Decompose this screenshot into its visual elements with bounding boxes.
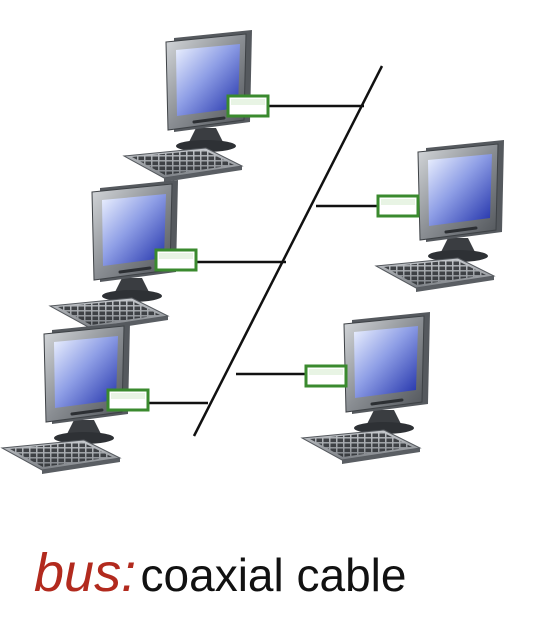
network-adapter-icon <box>376 194 420 218</box>
diagram-caption: bus: coaxial cable <box>34 542 406 604</box>
computer-icon <box>300 310 432 466</box>
network-adapter-icon <box>304 364 348 388</box>
network-adapter-icon <box>154 248 198 272</box>
network-adapter-icon <box>106 388 150 412</box>
network-adapter-icon <box>226 94 270 118</box>
caption-description: coaxial cable <box>140 549 407 601</box>
bus-cable <box>192 65 384 437</box>
caption-keyword: bus: <box>34 543 137 603</box>
